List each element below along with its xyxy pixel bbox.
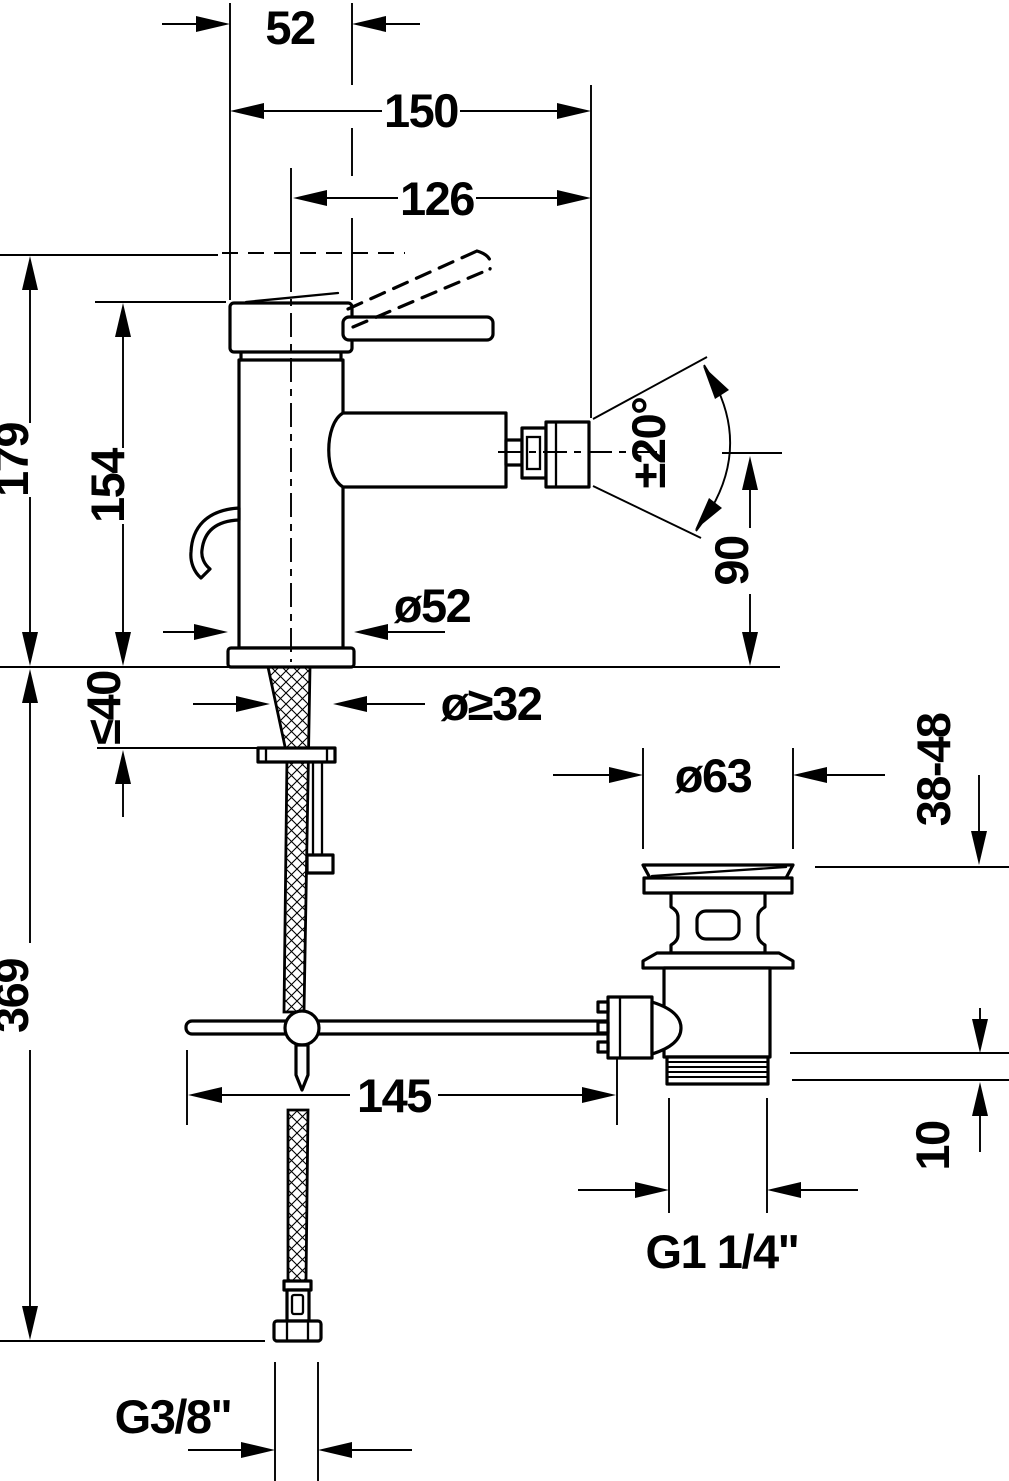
rod-lower-end bbox=[294, 1043, 310, 1092]
ball-joint bbox=[283, 1009, 321, 1047]
dimension-supply-thread: G3/8" bbox=[115, 1390, 412, 1458]
dimensions: 52 150 126 179 154 bbox=[0, 1, 988, 1458]
dim-label-dia63: ø63 bbox=[675, 749, 752, 802]
rod-connector-nut bbox=[606, 995, 654, 1060]
dimension-total-projection: 150 bbox=[230, 84, 591, 137]
dim-label-145: 145 bbox=[357, 1069, 431, 1122]
dim-label-369: 369 bbox=[0, 959, 38, 1033]
reference-lines bbox=[0, 3, 1009, 1481]
dimension-flange-diameter: ø63 bbox=[553, 749, 885, 802]
dim-label-90: 90 bbox=[705, 536, 758, 586]
mounting-stud bbox=[311, 760, 324, 857]
dimension-cap-width: 52 bbox=[162, 1, 420, 54]
hex-nut bbox=[272, 1319, 323, 1343]
popup-knob bbox=[189, 506, 241, 580]
dimension-height-lever: 179 bbox=[0, 256, 38, 666]
dimension-deck-thickness: ≤40 bbox=[77, 671, 131, 817]
dim-label-150: 150 bbox=[384, 84, 458, 137]
dimension-spout-projection: 126 bbox=[293, 172, 591, 225]
dimension-waste-thread: G1 1/4" bbox=[578, 1182, 858, 1278]
supply-hose-fitting bbox=[272, 1279, 323, 1343]
lever-handle bbox=[341, 315, 495, 342]
braided-hose-upper bbox=[266, 665, 312, 1014]
dim-label-g114: G1 1/4" bbox=[646, 1225, 799, 1278]
dimension-waste-deck-range: 38-48 bbox=[907, 713, 987, 865]
dimension-height-cap: 154 bbox=[81, 303, 134, 666]
dimension-body-diameter: ø52 bbox=[163, 579, 472, 640]
dimension-thread-length: 10 bbox=[906, 1008, 988, 1171]
lever-handle-raised-dashed bbox=[346, 249, 493, 329]
horizontal-rod bbox=[184, 1019, 614, 1036]
waste-window bbox=[695, 909, 741, 941]
dim-label-10: 10 bbox=[906, 1121, 959, 1171]
rod-connector-cup bbox=[650, 1000, 683, 1056]
aerator-ring bbox=[520, 426, 548, 480]
faucet-body bbox=[189, 249, 658, 1283]
mounting-washer bbox=[256, 746, 337, 764]
dimension-outlet-height: 90 bbox=[705, 456, 758, 666]
dim-label-154: 154 bbox=[81, 448, 134, 523]
dimension-hole-diameter: ø≥32 bbox=[193, 677, 543, 730]
dim-label-angle: ±20° bbox=[622, 398, 675, 489]
braided-hose-lower bbox=[286, 1108, 310, 1283]
waste-tube bbox=[662, 966, 772, 1059]
dimension-rod-reach: 145 bbox=[188, 1069, 616, 1122]
mounting-nut bbox=[305, 853, 335, 875]
popup-waste bbox=[596, 863, 795, 1086]
dim-label-3848: 38-48 bbox=[907, 713, 960, 826]
waste-collar bbox=[642, 876, 794, 895]
dim-label-dia32: ø≥32 bbox=[441, 677, 542, 730]
aerator-nozzle bbox=[544, 420, 591, 489]
dimension-hose-length: 369 bbox=[0, 669, 38, 1340]
dim-label-g38: G3/8" bbox=[115, 1390, 232, 1443]
dim-label-le40: ≤40 bbox=[77, 671, 130, 745]
spout bbox=[327, 411, 508, 489]
dim-label-179: 179 bbox=[0, 423, 38, 497]
waste-lower-flange bbox=[641, 951, 795, 970]
dim-label-126: 126 bbox=[400, 172, 474, 225]
dim-label-dia52: ø52 bbox=[394, 579, 471, 632]
dimension-swivel-angle: ±20° bbox=[592, 356, 731, 539]
dim-label-52: 52 bbox=[265, 1, 315, 54]
